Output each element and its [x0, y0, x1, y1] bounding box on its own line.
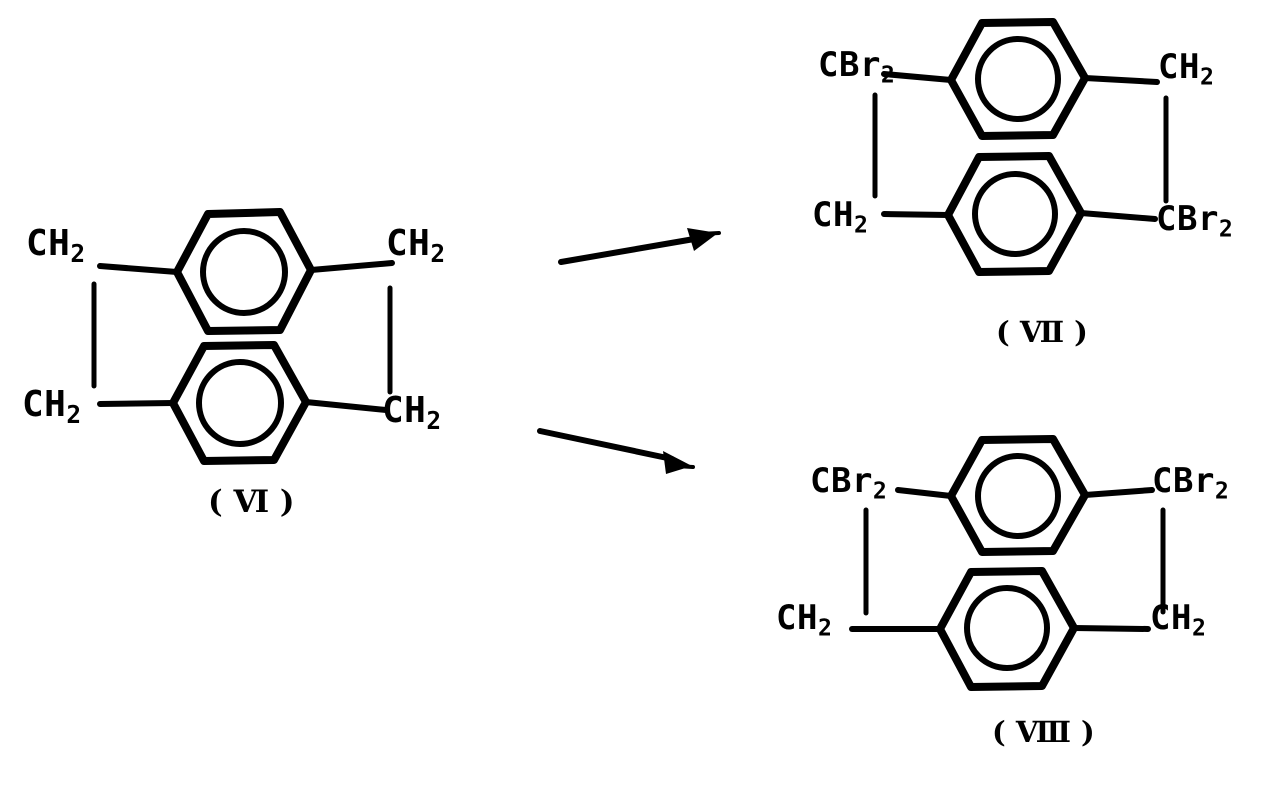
caption-structure-viii: ( Ⅷ )	[992, 715, 1095, 749]
atom-label-viii-top-left: CBr2	[810, 461, 887, 505]
bond-vii-bottomleft	[881, 211, 951, 218]
atom-label-vii-top-left: CBr2	[818, 45, 895, 89]
atom-label-viii-bottom-right: CH2	[1150, 598, 1206, 642]
bond-viii-topleft	[895, 487, 954, 499]
arrow-to-viii	[537, 428, 695, 474]
atom-label-viii-bottom-left: CH2	[776, 598, 832, 642]
bond-vii-topleft	[881, 71, 954, 83]
arrow-to-viii-tip	[674, 464, 695, 469]
bond-vi-topright	[308, 260, 395, 273]
arrow-to-vii-shaft	[558, 235, 703, 265]
bond-viii-bottomright	[1071, 625, 1151, 632]
bond-vii-bottomright	[1078, 210, 1158, 222]
arrow-to-vii-tip	[698, 231, 721, 236]
arrow-to-viii-head	[663, 451, 692, 474]
aromatic-circle-vii-top	[975, 36, 1061, 122]
atom-label-vi-bottom-left: CH2	[22, 384, 82, 429]
atom-label-vii-bottom-left: CH2	[812, 195, 868, 239]
caption-structure-vii: ( Ⅶ )	[996, 315, 1088, 349]
caption-structure-vi: ( Ⅵ )	[208, 484, 295, 520]
structure-vi	[91, 208, 395, 465]
aromatic-circle-vii-bottom	[972, 171, 1058, 257]
arrow-to-vii	[558, 228, 721, 265]
bond-vi-bottomright	[303, 399, 389, 413]
structure-viii	[849, 435, 1166, 691]
atom-label-viii-top-right: CBr2	[1152, 461, 1229, 505]
bond-vii-topright	[1082, 75, 1160, 85]
arrow-to-viii-shaft	[537, 428, 675, 462]
atom-label-vii-top-right: CH2	[1158, 47, 1214, 91]
atom-label-vi-bottom-right: CH2	[382, 390, 442, 435]
bond-vi-topleft	[97, 263, 180, 275]
atom-label-vii-bottom-right: CBr2	[1156, 199, 1233, 243]
structure-vii	[872, 18, 1169, 276]
atom-label-vi-top-left: CH2	[26, 223, 86, 268]
aromatic-circle-vi-bottom	[196, 359, 284, 447]
atom-label-vi-top-right: CH2	[386, 223, 446, 268]
bond-vi-bottomleft	[97, 400, 176, 407]
bond-viii-topright	[1082, 487, 1155, 498]
aromatic-circle-viii-bottom	[964, 585, 1050, 671]
aromatic-circle-vi-top	[200, 228, 288, 316]
aromatic-circle-viii-top	[975, 453, 1061, 539]
